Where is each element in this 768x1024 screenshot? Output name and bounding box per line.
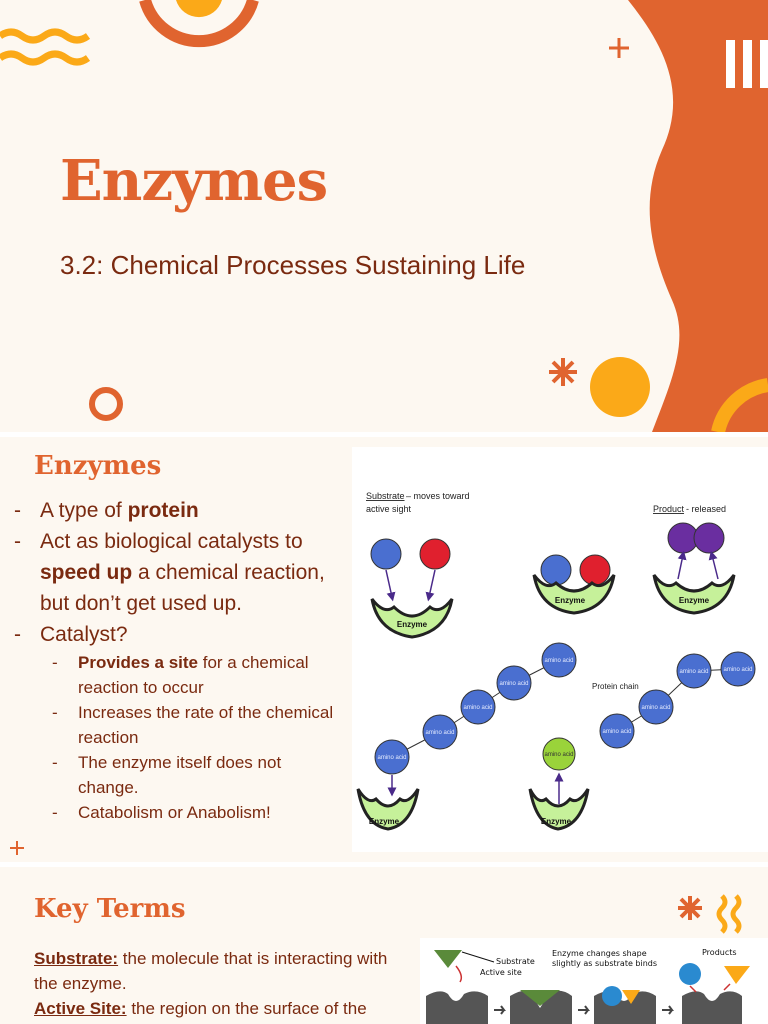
svg-text:amino acid: amino acid: [602, 729, 631, 735]
page-title: Enzymes: [60, 148, 328, 214]
svg-text:amino acid: amino acid: [425, 730, 454, 736]
svg-text:Enzyme: Enzyme: [369, 817, 400, 826]
slide-separator: [0, 432, 768, 437]
enzyme-shape: [356, 788, 420, 831]
sub-bullet-item: The enzyme itself does not change.: [52, 750, 334, 800]
slide3-decorations: [678, 894, 742, 934]
section-heading: Key Terms: [34, 894, 186, 924]
substrate-blue-molecule: [370, 538, 402, 570]
bar-shape: [743, 40, 752, 88]
key-terms-slide: Key Terms Substrate: the molecule that i…: [0, 868, 768, 1024]
svg-text:amino acid: amino acid: [499, 681, 528, 687]
sub-bullet-item: Catabolism or Anabolism!: [52, 800, 334, 825]
svg-text:amino acid: amino acid: [723, 667, 752, 673]
protein-chain-label: Protein chain: [592, 682, 639, 691]
substrate-desc: – moves toward: [406, 491, 470, 501]
svg-text:amino acid: amino acid: [377, 755, 406, 761]
product-desc: - released: [686, 504, 726, 514]
enzyme-binding-diagram: Substrate Active site Enzyme changes sha…: [420, 938, 768, 1024]
substrate-red-molecule: [419, 538, 451, 570]
svg-text:amino acid: amino acid: [641, 705, 670, 711]
svg-text:amino acid: amino acid: [544, 752, 573, 758]
svg-text:Active site: Active site: [480, 968, 522, 977]
title-slide-decorations: [0, 0, 768, 432]
bullet-item: A type of protein: [14, 495, 334, 526]
slide-separator: [0, 862, 768, 867]
plus-shape: [609, 38, 629, 58]
bullet-item: Act as biological catalysts to speed up …: [14, 526, 334, 619]
svg-text:Substrate: Substrate: [496, 957, 535, 966]
enzyme-shape: [652, 574, 736, 615]
bullet-item: Catalyst?: [14, 619, 334, 650]
enzyme-reaction-diagram: Substrate – moves toward active sight Pr…: [352, 447, 768, 852]
enzyme-shape: [370, 598, 454, 639]
bar-shape: [726, 40, 735, 88]
term-active-site: Active Site: the region on the surface o…: [34, 999, 367, 1018]
substrate-desc-line2: active sight: [366, 504, 412, 514]
sub-bullet-item: Provides a site for a chemical reaction …: [52, 650, 334, 700]
bullet-list: A type of protein Act as biological cata…: [14, 495, 334, 825]
plus-icon: [10, 841, 24, 855]
enzyme-label: Enzyme: [397, 620, 428, 629]
substrate-label: Substrate: [366, 491, 405, 501]
term-substrate: Substrate: the molecule that is interact…: [34, 949, 388, 993]
asterisk-shape: [549, 358, 577, 386]
enzyme-shape: [532, 574, 616, 615]
product-label: Product: [653, 504, 685, 514]
svg-text:amino acid: amino acid: [544, 658, 573, 664]
enzyme-shape: [528, 788, 590, 831]
bar-shape: [760, 40, 768, 88]
svg-text:Enzyme: Enzyme: [541, 817, 572, 826]
ring-inner-shape: [176, 0, 222, 18]
enzymes-slide: Enzymes A type of protein Act as biologi…: [0, 437, 768, 862]
svg-text:Enzyme: Enzyme: [555, 596, 586, 605]
svg-text:Enzyme: Enzyme: [679, 596, 710, 605]
small-ring-shape: [89, 387, 123, 421]
yellow-arc-shape: [711, 378, 768, 432]
zigzag-shape: [0, 50, 91, 66]
squiggle-shape: [716, 894, 742, 934]
yellow-circle-shape: [590, 357, 650, 417]
svg-text:amino acid: amino acid: [463, 705, 492, 711]
svg-text:Products: Products: [702, 948, 737, 957]
page-subtitle: 3.2: Chemical Processes Sustaining Life: [60, 250, 526, 280]
title-slide: Enzymes 3.2: Chemical Processes Sustaini…: [0, 0, 768, 432]
asterisk-shape: [678, 896, 702, 920]
svg-text:slightly as substrate binds: slightly as substrate binds: [552, 959, 657, 968]
zigzag-shape: [0, 28, 91, 44]
sub-bullet-item: Increases the rate of the chemical react…: [52, 700, 334, 750]
product-molecule: [693, 522, 725, 554]
ring-shape: [139, 0, 259, 48]
svg-text:Enzyme changes shape: Enzyme changes shape: [552, 949, 647, 958]
svg-text:amino acid: amino acid: [679, 669, 708, 675]
orange-blob-shape: [628, 0, 768, 432]
section-heading: Enzymes: [34, 451, 162, 481]
